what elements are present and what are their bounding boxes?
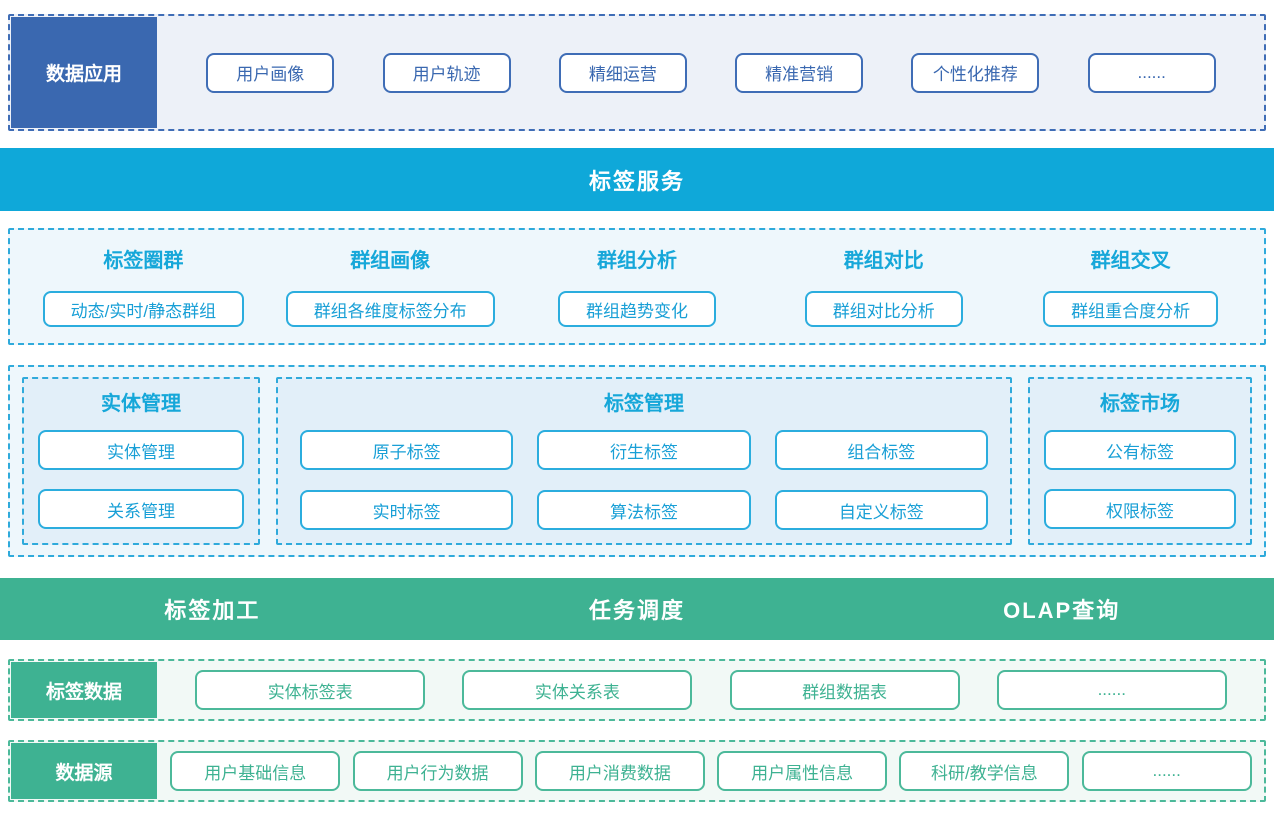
app-item: 用户画像 [206,52,335,93]
entity-management-items: 实体管理 关系管理 [38,430,244,529]
tag-item: 实时标签 [300,490,514,530]
data-apps-label: 数据应用 [11,17,157,128]
tag-management-title: 标签管理 [604,393,684,415]
tag-item: 自定义标签 [774,490,988,530]
feature-column: 群组分析 群组趋势变化 [514,244,761,327]
feature-item: 群组各维度标签分布 [285,291,495,327]
data-source-item: 用户行为数据 [352,751,523,791]
tag-data-item-more: ...... [996,670,1227,710]
entity-management-box: 实体管理 实体管理 关系管理 [22,377,260,545]
data-source-items: 用户基础信息 用户行为数据 用户消费数据 用户属性信息 科研/教学信息 ....… [158,742,1264,800]
tag-data-items: 实体标签表 实体关系表 群组数据表 ...... [158,661,1264,719]
tag-data-item: 实体关系表 [462,670,693,710]
group-features-layer: 标签圈群 动态/实时/静态群组 群组画像 群组各维度标签分布 群组分析 群组趋势… [8,228,1266,345]
data-apps-items: 用户画像 用户轨迹 精细运营 精准营销 个性化推荐 ...... [158,16,1264,129]
feature-title: 群组分析 [596,250,677,272]
entity-management-title: 实体管理 [101,393,181,415]
compute-band-item: 标签加工 [164,598,261,623]
tag-item: 原子标签 [300,430,514,470]
entity-item: 关系管理 [38,489,244,529]
feature-title: 群组画像 [350,250,431,272]
tag-item: 衍生标签 [537,430,751,470]
tag-management-items: 原子标签 衍生标签 组合标签 实时标签 算法标签 自定义标签 [292,430,996,530]
feature-column: 群组画像 群组各维度标签分布 [267,244,514,327]
app-item: 精细运营 [558,52,687,93]
data-source-item: 用户消费数据 [534,751,705,791]
feature-column: 群组对比 群组对比分析 [760,244,1007,327]
tag-market-title: 标签市场 [1100,393,1180,415]
market-item: 权限标签 [1044,489,1236,529]
tag-item: 算法标签 [537,490,751,530]
app-item-more: ...... [1087,52,1216,93]
compute-band: 标签加工 任务调度 OLAP查询 [0,578,1274,640]
feature-item: 群组趋势变化 [557,291,716,327]
app-item: 精准营销 [735,52,864,93]
data-apps-layer: 数据应用 用户画像 用户轨迹 精细运营 精准营销 个性化推荐 ...... [8,14,1266,131]
data-source-item-more: ...... [1081,751,1252,791]
app-item: 个性化推荐 [911,52,1040,93]
tag-data-label: 标签数据 [11,662,157,718]
feature-item: 群组重合度分析 [1043,291,1219,327]
tag-data-layer: 标签数据 实体标签表 实体关系表 群组数据表 ...... [8,659,1266,721]
feature-title: 标签圈群 [103,250,184,272]
feature-title: 群组交叉 [1090,250,1171,272]
entity-item: 实体管理 [38,430,244,470]
tag-data-item: 群组数据表 [729,670,960,710]
data-source-layer: 数据源 用户基础信息 用户行为数据 用户消费数据 用户属性信息 科研/教学信息 … [8,740,1266,802]
tag-market-items: 公有标签 权限标签 [1044,430,1236,529]
tag-data-item: 实体标签表 [195,670,426,710]
data-source-label: 数据源 [11,743,157,799]
management-layer: 实体管理 实体管理 关系管理 标签管理 原子标签 衍生标签 组合标签 实时标签 … [8,365,1266,557]
feature-item: 动态/实时/静态群组 [42,291,245,327]
compute-band-item: OLAP查询 [1003,598,1121,623]
data-source-item: 科研/教学信息 [899,751,1070,791]
feature-column: 标签圈群 动态/实时/静态群组 [20,244,267,327]
tag-service-band: 标签服务 [0,148,1274,211]
compute-band-item: 任务调度 [589,598,686,623]
tag-market-box: 标签市场 公有标签 权限标签 [1028,377,1252,545]
feature-title: 群组对比 [843,250,924,272]
feature-column: 群组交叉 群组重合度分析 [1007,244,1254,327]
feature-item: 群组对比分析 [804,291,963,327]
data-source-item: 用户属性信息 [717,751,888,791]
market-item: 公有标签 [1044,430,1236,470]
tag-item: 组合标签 [774,430,988,470]
tag-management-box: 标签管理 原子标签 衍生标签 组合标签 实时标签 算法标签 自定义标签 [276,377,1012,545]
data-source-item: 用户基础信息 [170,751,341,791]
app-item: 用户轨迹 [382,52,511,93]
